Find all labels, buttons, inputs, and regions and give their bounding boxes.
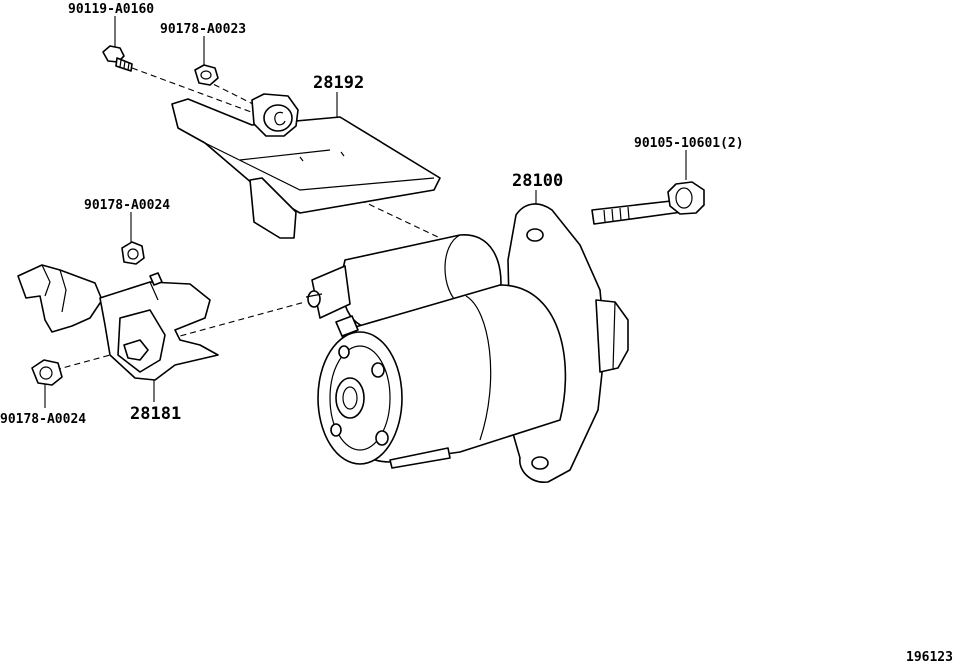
nut-top-icon bbox=[194, 64, 219, 86]
diagram-id: 196123 bbox=[906, 650, 953, 663]
label-nut-left-top: 90178-A0024 bbox=[84, 198, 170, 213]
assembly-lines bbox=[54, 67, 441, 371]
label-heat-insulator: 28192 bbox=[313, 73, 364, 93]
starter-assy-icon bbox=[305, 203, 629, 483]
bracket-icon bbox=[17, 264, 219, 381]
label-bracket: 28181 bbox=[130, 404, 181, 424]
label-nut-top: 90178-A0023 bbox=[160, 22, 246, 37]
bolt-top-icon bbox=[102, 45, 133, 72]
leader-lines bbox=[44, 16, 687, 408]
label-bolt-right: 90105-10601(2) bbox=[634, 136, 744, 151]
heat-insulator-icon bbox=[171, 93, 441, 239]
label-starter-assy: 28100 bbox=[512, 171, 563, 191]
label-nut-left-bottom: 90178-A0024 bbox=[0, 412, 86, 427]
nut-left-bottom-icon bbox=[31, 359, 63, 386]
nut-left-top-icon bbox=[121, 241, 145, 265]
bolt-right-icon bbox=[591, 181, 705, 225]
label-bolt-top: 90119-A0160 bbox=[68, 2, 154, 17]
